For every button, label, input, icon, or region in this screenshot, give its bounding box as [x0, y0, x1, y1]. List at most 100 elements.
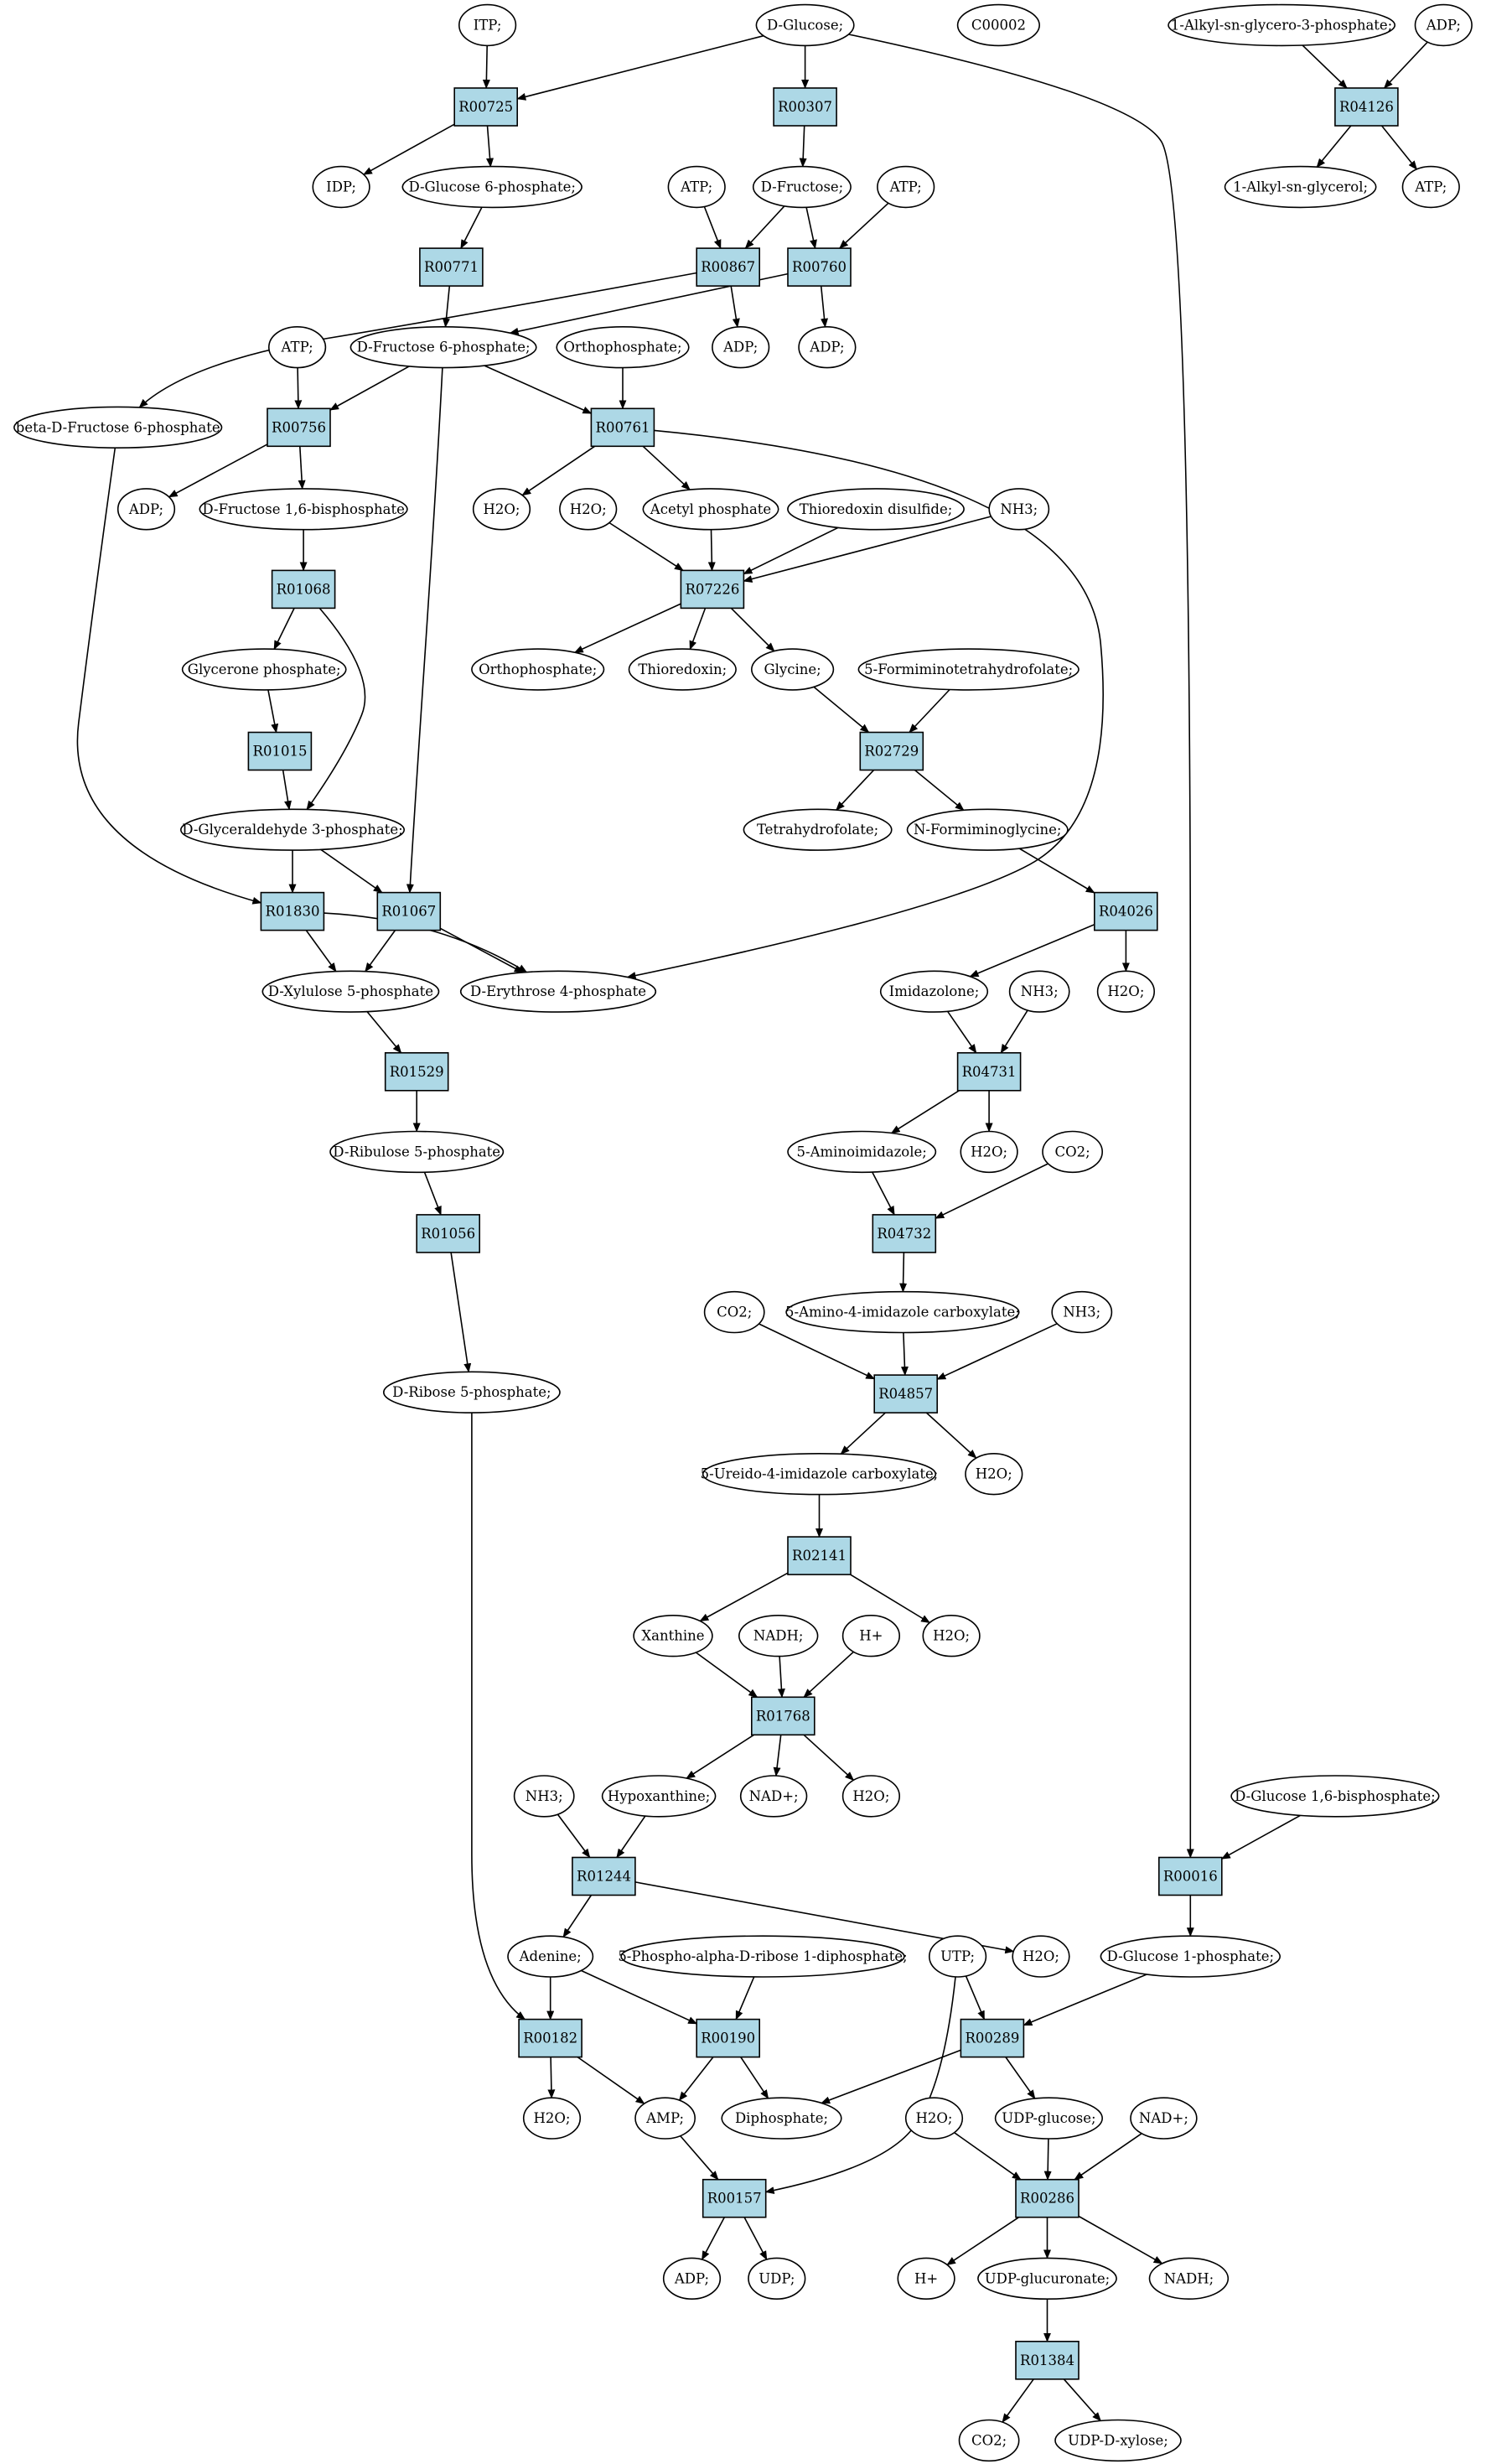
metabolite-node-r5p[interactable]: D-Ribose 5-phosphate;: [383, 1371, 561, 1414]
reaction-node-R00867[interactable]: R00867: [696, 247, 761, 287]
reaction-node-R00761[interactable]: R00761: [590, 407, 655, 448]
metabolite-node-adenine[interactable]: Adenine;: [507, 1935, 594, 1978]
metabolite-node-h2o_g[interactable]: H2O;: [841, 1775, 901, 1818]
metabolite-node-idp[interactable]: IDP;: [312, 165, 370, 209]
metabolite-node-atp_r[interactable]: ATP;: [1401, 165, 1460, 209]
metabolite-node-glyceronep[interactable]: Glycerone phosphate;: [181, 648, 347, 691]
metabolite-node-co2_a[interactable]: CO2;: [1042, 1130, 1103, 1174]
metabolite-node-h2o_b[interactable]: H2O;: [559, 488, 618, 531]
metabolite-node-nh3_b[interactable]: NH3;: [1008, 970, 1070, 1013]
reaction-node-R00016[interactable]: R00016: [1158, 1856, 1223, 1896]
metabolite-node-h2o_f[interactable]: H2O;: [922, 1614, 981, 1657]
reaction-node-R01384[interactable]: R01384: [1015, 2341, 1080, 2380]
metabolite-node-itp[interactable]: ITP;: [458, 3, 517, 47]
reaction-node-R00760[interactable]: R00760: [787, 247, 852, 287]
metabolite-node-thf[interactable]: Tetrahydrofolate;: [743, 808, 893, 851]
metabolite-node-f16bp[interactable]: D-Fructose 1,6-bisphosphate: [199, 488, 408, 531]
reaction-node-R07226[interactable]: R07226: [680, 569, 745, 610]
metabolite-node-acetylp[interactable]: Acetyl phosphate: [642, 488, 779, 531]
reaction-node-R00157[interactable]: R00157: [702, 2178, 767, 2218]
metabolite-node-orthophos_top[interactable]: Orthophosphate;: [556, 326, 690, 369]
metabolite-node-aminoimid[interactable]: 5-Aminoimidazole;: [787, 1130, 937, 1174]
metabolite-node-adp_b[interactable]: ADP;: [798, 326, 857, 369]
metabolite-node-udpglcua[interactable]: UDP-glucuronate;: [977, 2257, 1117, 2301]
metabolite-node-aica[interactable]: 5-Amino-4-imidazole carboxylate;: [785, 1290, 1020, 1334]
metabolite-node-h2o_a[interactable]: H2O;: [472, 488, 531, 531]
metabolite-node-prpp[interactable]: 5-Phospho-alpha-D-ribose 1-diphosphate;: [618, 1935, 908, 1978]
metabolite-node-atp_a[interactable]: ATP;: [667, 165, 726, 209]
metabolite-node-udp[interactable]: UDP;: [748, 2257, 806, 2301]
metabolite-node-orthophos_b[interactable]: Orthophosphate;: [471, 648, 605, 691]
metabolite-node-adp_c[interactable]: ADP;: [116, 488, 176, 531]
metabolite-node-xu5p[interactable]: D-Xylulose 5-phosphate: [261, 970, 440, 1013]
reaction-node-R04857[interactable]: R04857: [873, 1374, 938, 1414]
metabolite-node-e4p[interactable]: D-Erythrose 4-phosphate: [459, 970, 657, 1013]
metabolite-node-adp_d[interactable]: ADP;: [662, 2257, 722, 2301]
reaction-node-R00756[interactable]: R00756: [267, 407, 331, 448]
reaction-node-R02729[interactable]: R02729: [859, 731, 924, 771]
metabolite-node-uica[interactable]: 5-Ureido-4-imidazole carboxylate;: [701, 1452, 939, 1496]
reaction-node-R00725[interactable]: R00725: [453, 87, 519, 127]
metabolite-node-dglucose[interactable]: D-Glucose;: [755, 3, 855, 47]
metabolite-node-nadh_b[interactable]: NADH;: [1148, 2257, 1230, 2301]
reaction-node-R04026[interactable]: R04026: [1094, 891, 1158, 931]
metabolite-node-diphosphate[interactable]: Diphosphate;: [721, 2097, 842, 2140]
reaction-node-R04732[interactable]: R04732: [872, 1214, 937, 1253]
metabolite-node-adp_top[interactable]: ADP;: [1414, 3, 1473, 47]
metabolite-node-g6p[interactable]: D-Glucose 6-phosphate;: [401, 165, 582, 209]
metabolite-node-h2o_d[interactable]: H2O;: [960, 1130, 1018, 1174]
metabolite-node-alkylg3p[interactable]: 1-Alkyl-sn-glycero-3-phosphate;: [1168, 3, 1396, 47]
metabolite-node-glycine[interactable]: Glycine;: [750, 648, 835, 691]
metabolite-node-nh3_d[interactable]: NH3;: [513, 1775, 575, 1818]
reaction-node-R00190[interactable]: R00190: [696, 2018, 761, 2058]
reaction-node-R01529[interactable]: R01529: [384, 1052, 449, 1092]
metabolite-node-bdf6p[interactable]: beta-D-Fructose 6-phosphate: [13, 406, 223, 449]
reaction-node-R00286[interactable]: R00286: [1015, 2178, 1080, 2218]
metabolite-node-thioredoxin[interactable]: Thioredoxin;: [628, 648, 737, 691]
metabolite-node-co2_c[interactable]: CO2;: [958, 2419, 1020, 2462]
metabolite-node-utp[interactable]: UTP;: [928, 1935, 987, 1978]
reaction-node-R04731[interactable]: R04731: [956, 1052, 1022, 1092]
metabolite-node-atp_c[interactable]: ATP;: [268, 326, 327, 369]
reaction-node-R01067[interactable]: R01067: [376, 891, 442, 931]
metabolite-node-c00002[interactable]: C00002: [956, 3, 1040, 47]
reaction-node-R00771[interactable]: R00771: [419, 247, 484, 287]
metabolite-node-nadplus_a[interactable]: NAD+;: [739, 1775, 808, 1818]
metabolite-node-atp_b[interactable]: ATP;: [877, 165, 935, 209]
reaction-node-R04126[interactable]: R04126: [1334, 87, 1399, 127]
metabolite-node-g1p[interactable]: D-Glucose 1-phosphate;: [1100, 1935, 1281, 1978]
reaction-node-R00307[interactable]: R00307: [773, 87, 837, 127]
metabolite-node-xanthine[interactable]: Xanthine: [633, 1614, 713, 1657]
metabolite-node-adp_a[interactable]: ADP;: [712, 326, 770, 369]
reaction-node-R01244[interactable]: R01244: [572, 1856, 636, 1896]
metabolite-node-nh3_a[interactable]: NH3;: [988, 488, 1050, 531]
metabolite-node-f6p[interactable]: D-Fructose 6-phosphate;: [349, 326, 537, 369]
metabolite-node-formthf[interactable]: 5-Formiminotetrahydrofolate;: [857, 648, 1080, 691]
metabolite-node-ru5p[interactable]: D-Ribulose 5-phosphate: [329, 1130, 505, 1174]
metabolite-node-co2_b[interactable]: CO2;: [703, 1290, 765, 1334]
metabolite-node-g3p[interactable]: D-Glyceraldehyde 3-phosphate;: [180, 808, 405, 851]
metabolite-node-h2o_i[interactable]: H2O;: [522, 2097, 582, 2140]
reaction-node-R01068[interactable]: R01068: [271, 569, 336, 610]
metabolite-node-formgly[interactable]: N-Formiminoglycine;: [906, 808, 1069, 851]
metabolite-node-amp[interactable]: AMP;: [634, 2097, 696, 2140]
metabolite-node-h2o_e[interactable]: H2O;: [965, 1452, 1023, 1496]
metabolite-node-nh3_c[interactable]: NH3;: [1051, 1290, 1113, 1334]
reaction-node-R02141[interactable]: R02141: [787, 1536, 852, 1575]
reaction-node-R00182[interactable]: R00182: [518, 2018, 582, 2058]
metabolite-node-hypoxanthine[interactable]: Hypoxanthine;: [601, 1775, 717, 1818]
metabolite-node-g16bp[interactable]: D-Glucose 1,6-bisphosphate;: [1230, 1775, 1440, 1818]
metabolite-node-imidazolone[interactable]: Imidazolone;: [879, 970, 989, 1013]
metabolite-node-h2o_c[interactable]: H2O;: [1096, 970, 1155, 1013]
metabolite-node-h2o_h[interactable]: H2O;: [1012, 1935, 1070, 1978]
reaction-node-R01056[interactable]: R01056: [416, 1214, 481, 1253]
metabolite-node-udpxylose[interactable]: UDP-D-xylose;: [1054, 2419, 1182, 2462]
reaction-node-R01830[interactable]: R01830: [260, 891, 325, 931]
reaction-node-R01768[interactable]: R01768: [750, 1696, 815, 1736]
metabolite-node-udpglucose[interactable]: UDP-glucose;: [994, 2097, 1103, 2140]
metabolite-node-h2o_j[interactable]: H2O;: [904, 2097, 964, 2140]
metabolite-node-alkylglycerol[interactable]: 1-Alkyl-sn-glycerol;: [1224, 165, 1377, 209]
reaction-node-R01015[interactable]: R01015: [247, 731, 313, 771]
reaction-node-R00289[interactable]: R00289: [960, 2018, 1025, 2058]
metabolite-node-nadplus_b[interactable]: NAD+;: [1130, 2097, 1198, 2140]
